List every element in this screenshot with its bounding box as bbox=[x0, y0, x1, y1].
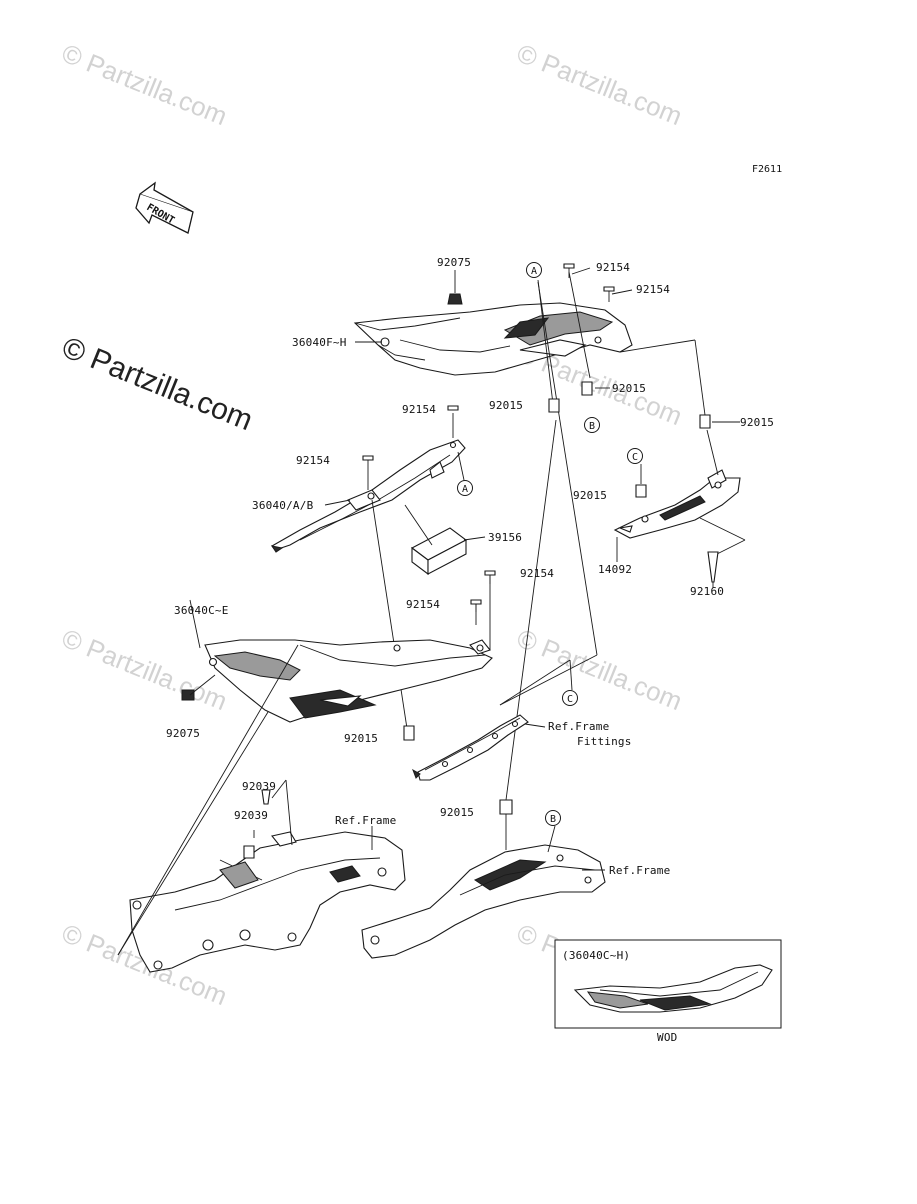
watermark-1: © Partzilla.com bbox=[58, 38, 232, 131]
leader-lines-left bbox=[117, 599, 299, 956]
variant-inset bbox=[554, 939, 782, 1029]
watermark-main: © Partzilla.com bbox=[57, 331, 257, 437]
label-92154-top1: 92154 bbox=[596, 261, 630, 274]
svg-text:B: B bbox=[550, 814, 556, 825]
label-92015-topmid: 92015 bbox=[489, 399, 523, 412]
callout-c-right: C bbox=[627, 448, 643, 464]
label-92154-low2: 92154 bbox=[406, 598, 440, 611]
leader-lines-mid bbox=[324, 413, 491, 736]
upper-side-cover bbox=[353, 302, 633, 376]
label-92015-topright2: 92015 bbox=[740, 416, 774, 429]
svg-text:B: B bbox=[589, 421, 595, 432]
callout-a-mid: A bbox=[457, 480, 473, 496]
label-92154-top2: 92154 bbox=[636, 283, 670, 296]
label-14092: 14092 bbox=[598, 563, 632, 576]
tail-bracket bbox=[613, 429, 746, 588]
label-36040c-e: 36040C~E bbox=[174, 604, 229, 617]
label-ref-frame-fittings-1: Ref.Frame bbox=[548, 720, 609, 733]
label-92015-low: 92015 bbox=[344, 732, 378, 745]
label-ref-frame-right: Ref.Frame bbox=[609, 864, 670, 877]
watermark-5: © Partzilla.com bbox=[513, 623, 687, 716]
inner-cover bbox=[270, 439, 466, 553]
figure-code: F2611 bbox=[752, 164, 782, 175]
label-92015-topright1: 92015 bbox=[612, 382, 646, 395]
label-92015-right: 92015 bbox=[573, 489, 607, 502]
svg-text:C: C bbox=[632, 452, 638, 463]
svg-text:C: C bbox=[567, 694, 573, 705]
svg-text:A: A bbox=[462, 484, 468, 495]
callout-a-top: A bbox=[526, 262, 542, 278]
label-92039-2: 92039 bbox=[234, 809, 268, 822]
left-subframe bbox=[129, 779, 406, 973]
svg-text:A: A bbox=[531, 266, 537, 277]
watermark-2: © Partzilla.com bbox=[513, 38, 687, 131]
label-92075-low: 92075 bbox=[166, 727, 200, 740]
callout-b-bottom: B bbox=[545, 810, 561, 826]
fasteners-top bbox=[447, 263, 711, 429]
label-92154-mid1: 92154 bbox=[402, 403, 436, 416]
front-arrow-icon: FRONT bbox=[135, 181, 194, 234]
inset-caption: WOD bbox=[657, 1031, 677, 1044]
lower-side-cover bbox=[181, 639, 493, 723]
label-92160: 92160 bbox=[690, 585, 724, 598]
right-subframe bbox=[361, 799, 606, 959]
label-ref-frame-fittings-2: Fittings bbox=[577, 735, 632, 748]
callout-c-mid: C bbox=[562, 690, 578, 706]
label-92154-mid2: 92154 bbox=[296, 454, 330, 467]
label-92154-low1: 92154 bbox=[520, 567, 554, 580]
label-92015-bottom: 92015 bbox=[440, 806, 474, 819]
label-92075-top: 92075 bbox=[437, 256, 471, 269]
watermark-4: © Partzilla.com bbox=[58, 623, 232, 716]
label-36040-a-b: 36040/A/B bbox=[252, 499, 314, 512]
label-36040f-h: 36040F~H bbox=[292, 336, 347, 349]
foam-pad bbox=[404, 504, 468, 576]
part-labels: 92075 92154 92154 36040F~H 92015 92015 9… bbox=[166, 256, 774, 1044]
leader-lines-top bbox=[355, 267, 740, 801]
fasteners-mid bbox=[362, 405, 496, 612]
label-39156: 39156 bbox=[488, 531, 522, 544]
label-ref-frame-left: Ref.Frame bbox=[335, 814, 396, 827]
label-92039-1: 92039 bbox=[242, 780, 276, 793]
frame-fittings-rail bbox=[403, 659, 573, 781]
inset-title: (36040C~H) bbox=[562, 949, 630, 962]
callout-b-top: B bbox=[584, 417, 600, 433]
